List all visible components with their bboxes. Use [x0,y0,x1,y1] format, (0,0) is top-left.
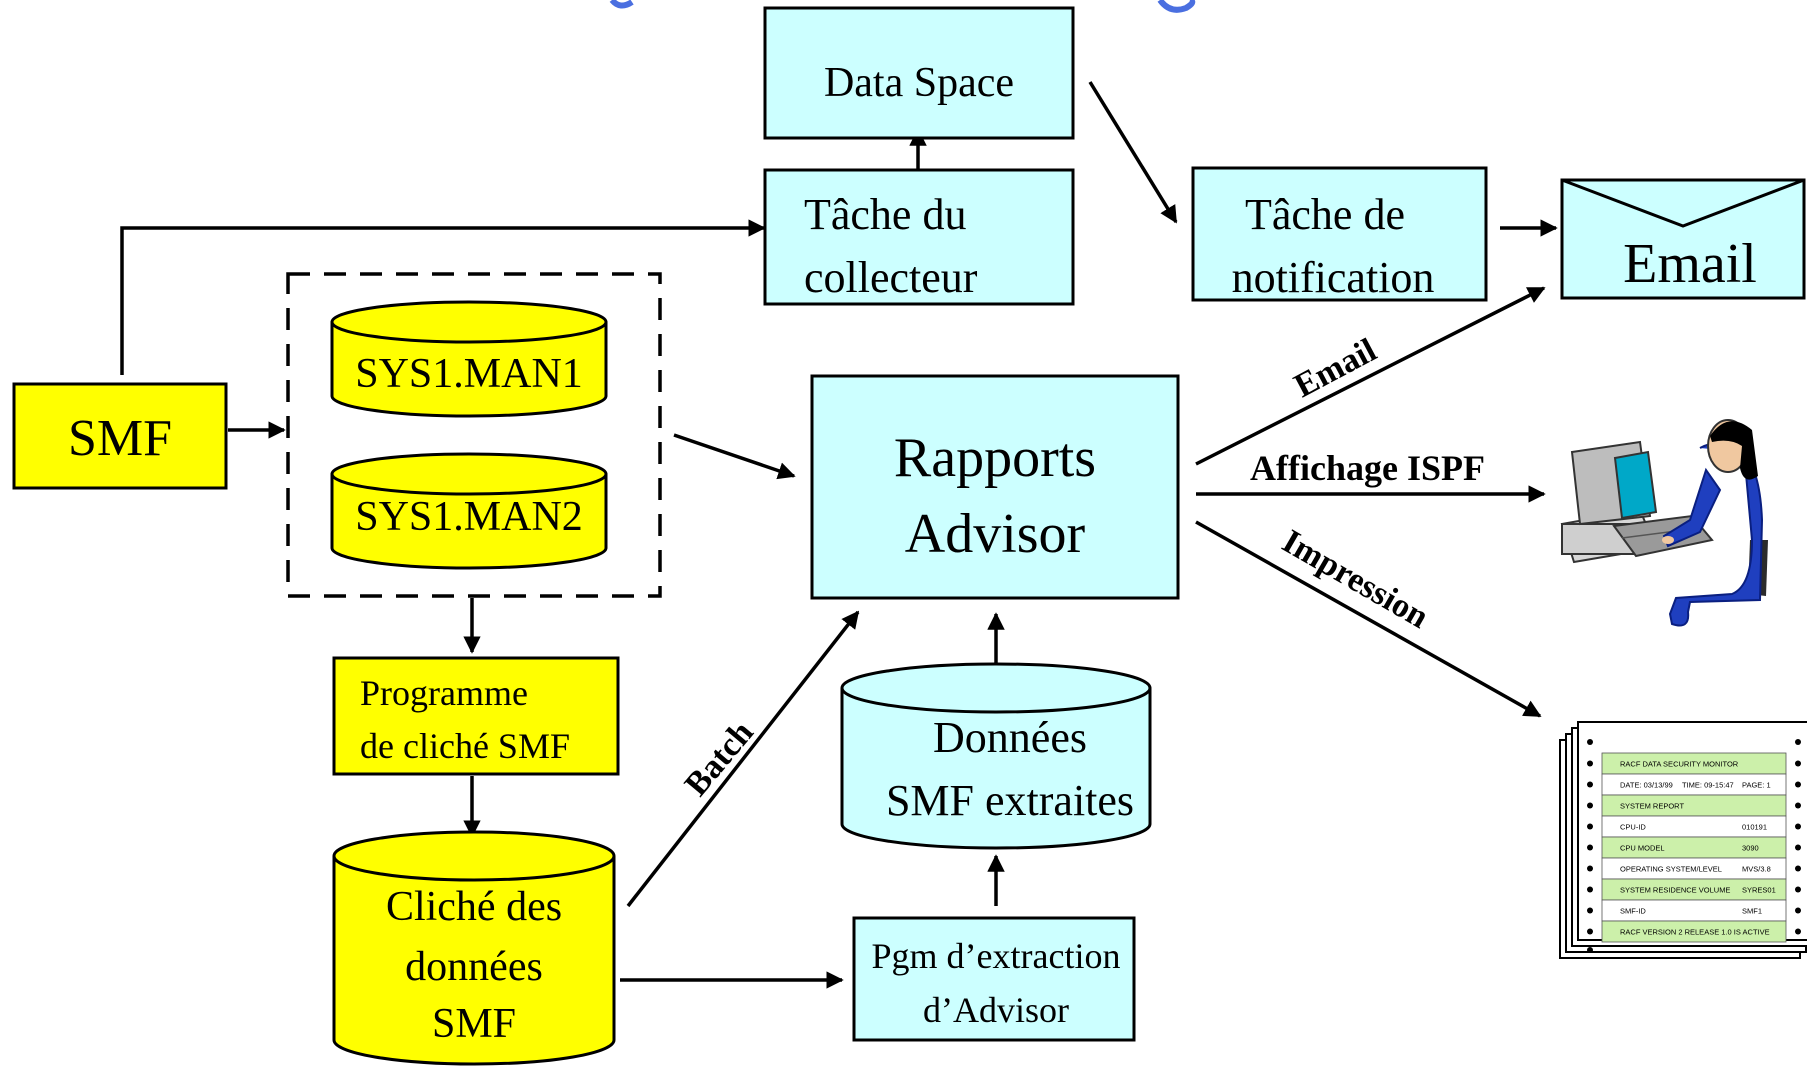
smf-dump-cylinder: Cliché des données SMF [332,830,616,1066]
sys1-man1-label: SYS1.MAN1 [355,351,583,397]
computer-user-icon [1560,419,1768,627]
tractor-hole [1795,928,1801,935]
partial-title-fragments [609,0,1196,13]
tractor-hole [1795,907,1801,914]
email-envelope-box: Email [1560,178,1806,300]
tractor-hole [1795,781,1801,788]
report-cell-right: SYRES01 [1742,886,1776,895]
smf-dump-label-line3: SMF [432,1001,516,1047]
smf-label: SMF [68,410,172,467]
email-box-label: Email [1623,233,1757,295]
tractor-hole [1587,802,1593,809]
edge-reports-to-email [1195,286,1546,466]
smf-dump-label-line1: Cliché des [386,884,562,930]
tractor-hole [1795,739,1801,745]
smf-datasets-group: SYS1.MAN1 SYS1.MAN2 [286,272,662,598]
report-cell-left: OPERATING SYSTEM/LEVEL [1620,865,1722,874]
collector-task-label-line2: collecteur [804,253,978,302]
notification-task-box: Tâche de notification [1191,166,1488,302]
edge-reports-to-print [1195,520,1542,718]
tractor-hole [1795,802,1801,809]
report-cell-right: MVS/3.8 [1742,865,1771,874]
edge-label-ispf: Affichage ISPF [1250,448,1485,488]
extraction-program-label-line2: d’Advisor [923,990,1069,1030]
report-cell-right: 3090 [1742,844,1759,853]
edge-dataspace-to-notification [1088,81,1178,224]
tractor-hole [1587,907,1593,914]
connections [120,81,1558,989]
report-cell-left: CPU MODEL [1620,844,1665,853]
dump-program-box: Programme de cliché SMF [332,656,620,776]
tractor-hole [1587,823,1593,830]
tractor-hole [1587,760,1593,767]
tractor-hole [1587,865,1593,872]
report-cell-left: SYSTEM REPORT [1620,802,1684,811]
tractor-hole [1587,739,1593,745]
extracted-data-label-line2: SMF extraites [886,776,1134,825]
extraction-program-box: Pgm d’extraction d’Advisor [852,916,1136,1042]
report-cell-right: PAGE: 1 [1742,781,1771,790]
report-cell-right: 010191 [1742,823,1767,832]
dump-program-label-line2: de cliché SMF [360,726,570,766]
report-cell-left: DATE: 03/13/99 [1620,781,1673,790]
envelope-icon [1561,178,1805,228]
tractor-hole [1587,844,1593,851]
tractor-hole [1795,823,1801,830]
dump-program-label-line1: Programme [360,673,528,713]
smf-box: SMF [12,382,228,490]
tractor-hole [1587,886,1593,893]
report-cell-left: SMF-ID [1620,907,1646,916]
sys1-man1-cylinder: SYS1.MAN1 [330,300,608,418]
extraction-program-label-line1: Pgm d’extraction [872,936,1121,976]
tractor-hole [1587,947,1593,953]
tractor-hole [1587,781,1593,788]
extracted-data-cylinder: Données SMF extraites [840,662,1152,850]
report-cell-left: RACF VERSION 2 RELEASE 1.0 IS ACTIVE [1620,928,1770,937]
report-rows: RACF DATA SECURITY MONITOR DATE: 03/13/99… [1587,739,1801,953]
report-cell-left: SYSTEM RESIDENCE VOLUME [1620,886,1730,895]
report-cell-mid: TIME: 09-15:47 [1682,781,1734,790]
sys1-man2-cylinder: SYS1.MAN2 [330,452,608,570]
advisor-reports-box: Rapports Advisor [810,374,1180,600]
tractor-hole [1587,928,1593,935]
smf-dump-label-line2: données [405,944,543,990]
tractor-hole [1795,760,1801,767]
advisor-reports-label-line1: Rapports [894,427,1096,489]
edge-datasets-to-reports [673,433,796,480]
edge-smf-to-collector [120,219,766,375]
report-row [1601,920,1787,943]
collector-task-label-line1: Tâche du [804,190,966,239]
tractor-hole [1795,844,1801,851]
report-cell-left: CPU-ID [1620,823,1646,832]
edge-dump-to-reports-batch [626,610,860,908]
report-cell-right: SMF1 [1742,907,1762,916]
printout-icon: RACF DATA SECURITY MONITOR DATE: 03/13/99… [1559,721,1807,959]
collector-task-box: Tâche du collecteur [763,168,1075,306]
data-space-label: Data Space [824,60,1014,106]
sys1-man2-label: SYS1.MAN2 [355,494,583,540]
notification-task-label-line1: Tâche de [1245,190,1405,239]
extracted-data-label-line1: Données [933,713,1087,762]
notification-task-label-line2: notification [1232,253,1435,302]
report-cell-left: RACF DATA SECURITY MONITOR [1620,760,1739,769]
data-space-box: Data Space [763,6,1075,140]
advisor-reports-label-line2: Advisor [905,503,1086,565]
tractor-hole [1795,886,1801,893]
tractor-hole [1795,865,1801,872]
